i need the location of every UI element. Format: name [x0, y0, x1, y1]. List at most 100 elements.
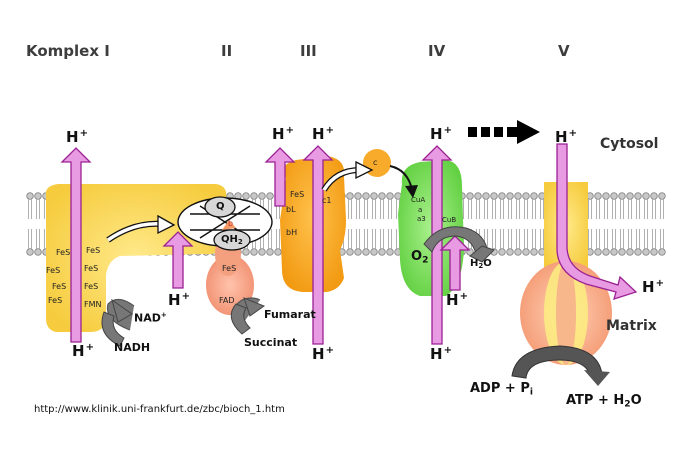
- lipid-head: [618, 248, 626, 256]
- c1-fes-2: FeS: [86, 246, 101, 255]
- lipid-head: [354, 248, 362, 256]
- proton-label-q-bottom: H+: [168, 291, 190, 309]
- lipid-head: [362, 248, 370, 256]
- lipid-head: [594, 248, 602, 256]
- lipid-head: [642, 248, 650, 256]
- nad-plus-label: NAD+: [134, 311, 167, 325]
- lipid-head: [506, 192, 514, 200]
- lipid-head: [506, 248, 514, 256]
- lipid-head: [370, 192, 378, 200]
- b-label: b: [228, 219, 234, 228]
- lipid-head: [498, 248, 506, 256]
- lipid-head: [650, 192, 658, 200]
- atp-h2o-label: ATP + H2O: [566, 393, 642, 410]
- ring-link-shape: [222, 220, 236, 230]
- lipid-head: [26, 192, 34, 200]
- electron-arrowhead-c4: [405, 185, 418, 198]
- lipid-head: [642, 192, 650, 200]
- h2o-label: H2O: [470, 258, 492, 270]
- lipid-head: [602, 248, 610, 256]
- c1-fes-7: FeS: [48, 296, 63, 305]
- lipid-head: [250, 248, 258, 256]
- fumarat-gray-arrowhead: [243, 297, 266, 317]
- proton-label-c5-matrix: H+: [642, 278, 664, 296]
- nadh-label: NADH: [114, 341, 151, 354]
- c1-fes-5: FeS: [52, 282, 67, 291]
- lipid-head: [626, 248, 634, 256]
- lipid-head: [346, 248, 354, 256]
- c4-a-label: a: [418, 206, 423, 214]
- electron-arrow-c1-q-fill: [107, 222, 163, 242]
- nadplus-gray-arrowhead: [111, 298, 133, 323]
- header-complex-iv: IV: [428, 42, 446, 60]
- c1-fes-4: FeS: [84, 264, 99, 273]
- succinat-label: Succinat: [244, 336, 298, 349]
- h2o-gray-arrowhead: [469, 245, 495, 263]
- o2-label: O2: [411, 249, 429, 266]
- lipid-head: [466, 192, 474, 200]
- c3-bh-label: bH: [286, 228, 298, 237]
- nadh-gray-arrow: [101, 311, 125, 347]
- lipid-head: [34, 192, 42, 200]
- lipid-head: [34, 248, 42, 256]
- lipid-head: [650, 248, 658, 256]
- lipid-head: [26, 248, 34, 256]
- proton-arrow-c4-mid: [439, 235, 471, 291]
- lipid-head: [514, 192, 522, 200]
- c1-fmn: FMN: [84, 300, 102, 309]
- lipid-head: [634, 248, 642, 256]
- proton-arrow-q: [162, 231, 194, 289]
- proton-arrow-c3-right: [302, 145, 334, 345]
- proton-label-c4-bottom: H+: [430, 345, 452, 363]
- qh2-label: QH2: [221, 234, 243, 246]
- header-complex-v: V: [558, 42, 570, 60]
- c1-fes-1: FeS: [56, 248, 71, 257]
- electron-arrowhead-c1: [157, 214, 176, 235]
- c3-fes-label: FeS: [290, 190, 305, 199]
- lipid-head: [346, 192, 354, 200]
- cytosol-label: Cytosol: [600, 136, 659, 152]
- lipid-head: [530, 248, 538, 256]
- lipid-head: [658, 192, 666, 200]
- lipid-head: [266, 192, 274, 200]
- lipid-head: [386, 192, 394, 200]
- c2-fes-label: FeS: [222, 264, 237, 273]
- proton-arrow-c5: [556, 143, 638, 300]
- header-complex-ii: II: [221, 42, 233, 60]
- lipid-head: [634, 192, 642, 200]
- proton-arrow-c1: [60, 147, 92, 343]
- c2-fad-label: FAD: [219, 296, 235, 305]
- c3-bl-label: bL: [286, 205, 296, 214]
- lipid-head: [370, 248, 378, 256]
- header-komplex-i: Komplex I: [26, 42, 110, 60]
- lipid-head: [242, 192, 250, 200]
- lipid-head: [602, 192, 610, 200]
- c1-fes-3: FeS: [46, 266, 61, 275]
- lipid-head: [258, 192, 266, 200]
- lipid-head: [378, 248, 386, 256]
- proton-arrow-c4-left: [421, 145, 453, 345]
- proton-label-c5-top: H+: [555, 128, 577, 146]
- lipid-head: [522, 248, 530, 256]
- lipid-head: [530, 192, 538, 200]
- lipid-head: [610, 192, 618, 200]
- c4-cua-label: CuA: [411, 196, 426, 204]
- lipid-head: [362, 192, 370, 200]
- complex-v-core: [556, 261, 576, 365]
- lipid-head: [498, 192, 506, 200]
- lipid-head: [522, 192, 530, 200]
- fumarat-label: Fumarat: [264, 308, 316, 321]
- lipid-head: [610, 248, 618, 256]
- lipid-head: [378, 192, 386, 200]
- lipid-head: [386, 248, 394, 256]
- lipid-head: [514, 248, 522, 256]
- q-blob: [204, 196, 236, 218]
- c1-fes-6: FeS: [84, 282, 99, 291]
- lipid-head: [482, 192, 490, 200]
- lipid-head: [594, 192, 602, 200]
- lipid-head: [618, 192, 626, 200]
- proton-label-c4-mid: H+: [446, 291, 468, 309]
- proton-label-c4-top: H+: [430, 125, 452, 143]
- lipid-head: [626, 192, 634, 200]
